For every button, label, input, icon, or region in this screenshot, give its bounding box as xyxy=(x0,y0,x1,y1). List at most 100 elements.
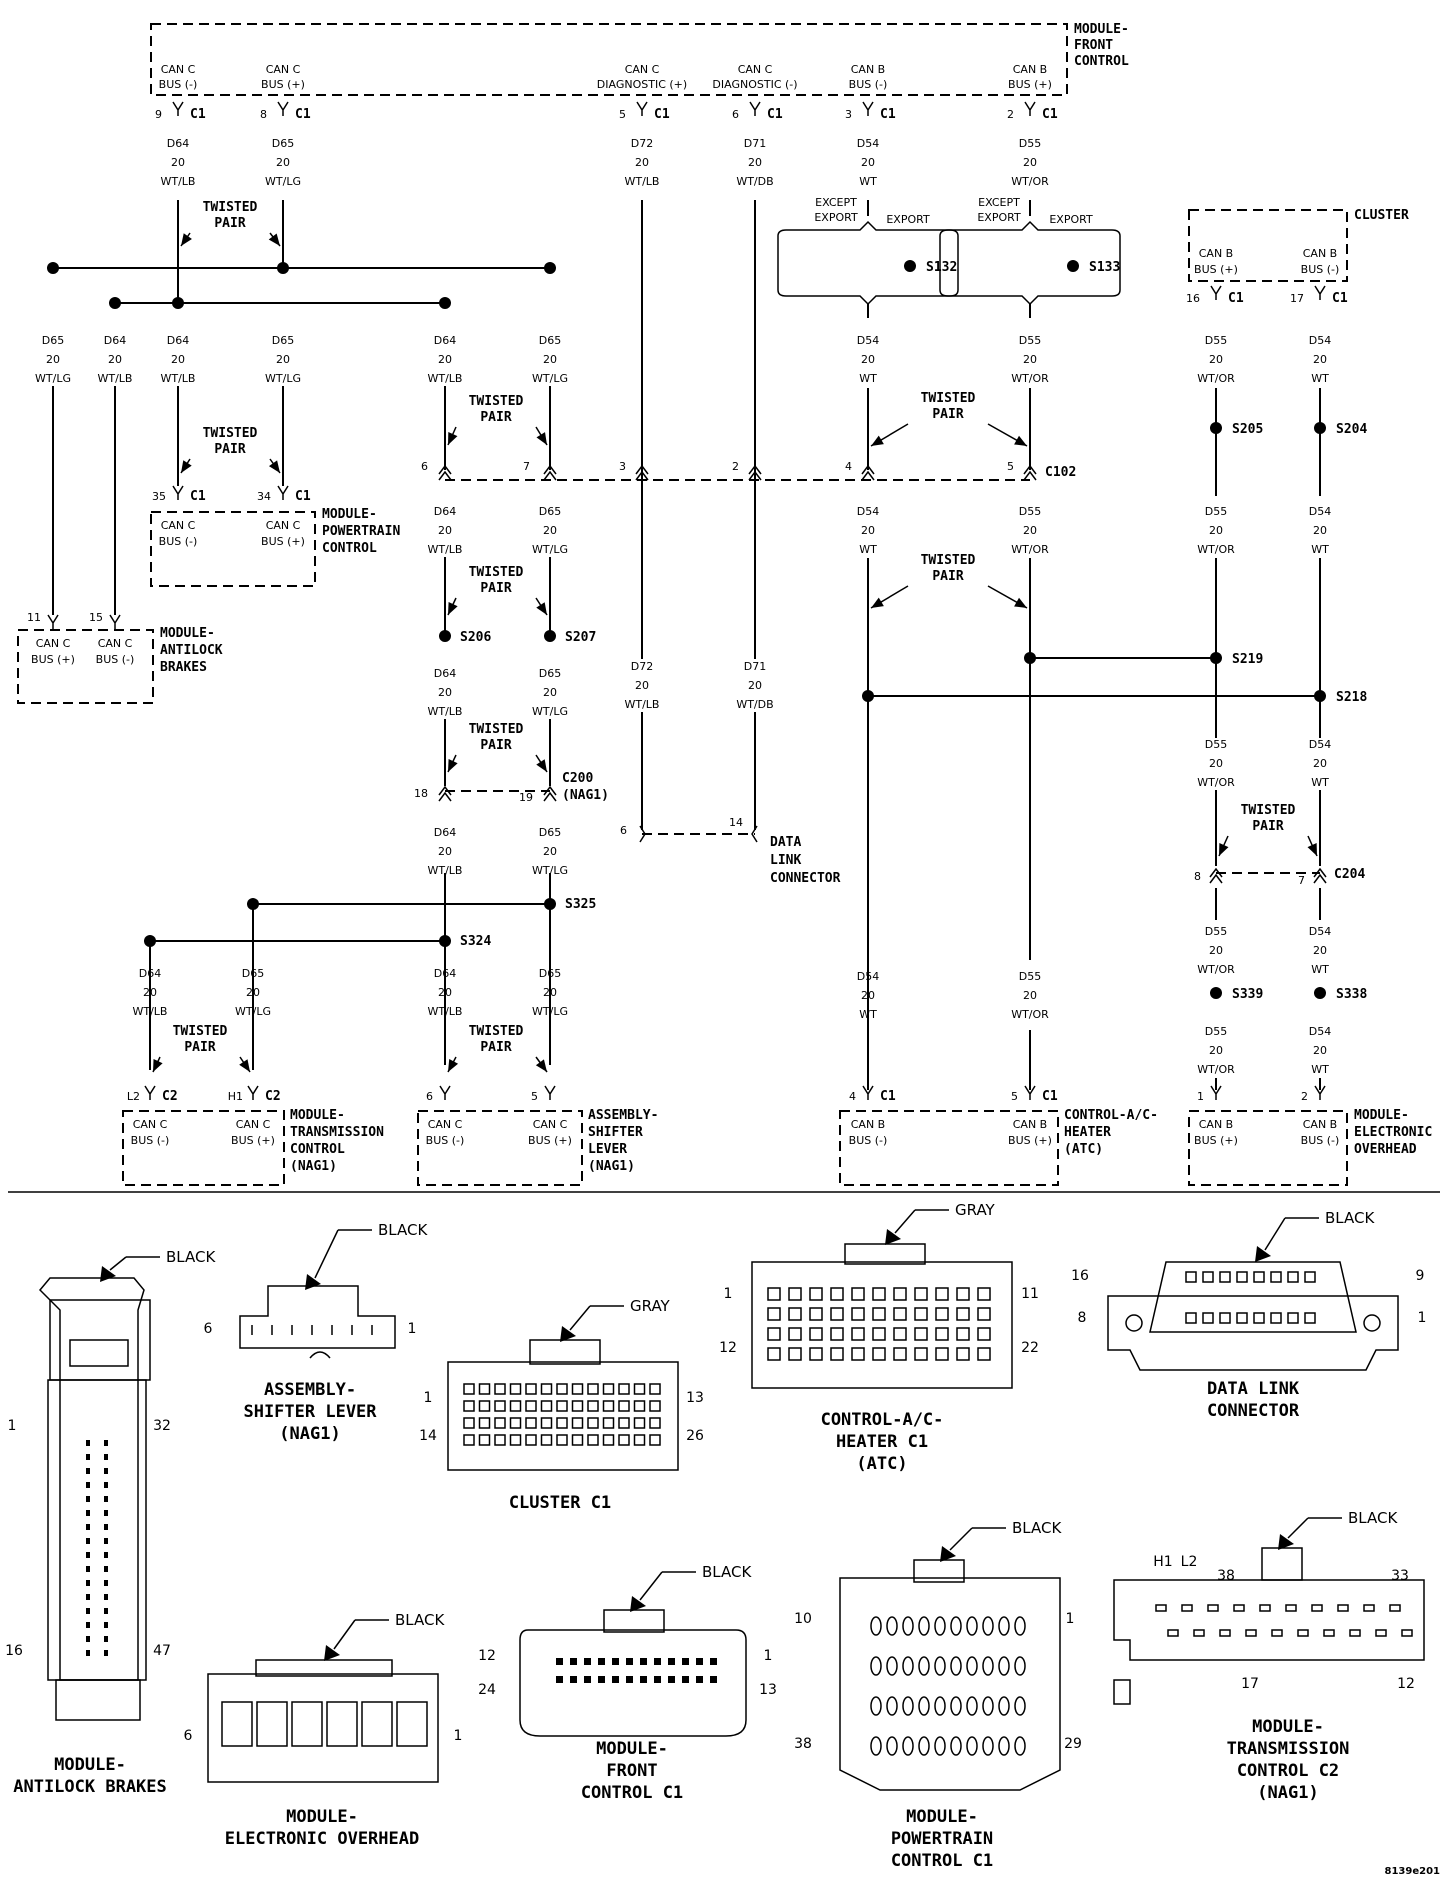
c200-name-sub: (NAG1) xyxy=(562,788,609,803)
eom-pin xyxy=(256,1701,288,1747)
cluster-pin xyxy=(478,1383,491,1395)
drop-wire-label-line: WT/LG xyxy=(35,372,71,385)
pcm-pin xyxy=(870,1616,882,1636)
hvac-pin xyxy=(851,1287,865,1301)
twisted-pair-label-line: TWISTED xyxy=(921,553,976,568)
drop-wire-label-line: D64 xyxy=(104,334,126,347)
pointer-line xyxy=(109,1256,127,1271)
module-antilock-brakes-title-line: MODULE- xyxy=(160,626,215,641)
abs-connector-title: MODULE-ANTILOCK BRAKES xyxy=(13,1755,167,1797)
pcm-pin xyxy=(902,1696,914,1716)
shifter-terminal-name-line: BUS (-) xyxy=(426,1134,465,1147)
shifter-connector-title: ASSEMBLY-SHIFTER LEVER(NAG1) xyxy=(243,1380,377,1444)
eom-view-pin: 1 xyxy=(454,1728,463,1744)
wire-label-line: D55 xyxy=(1019,970,1041,983)
wire-label-line: 20 xyxy=(143,986,157,999)
abs-pin xyxy=(104,1622,108,1628)
eom-connector-title-line: MODULE- xyxy=(286,1807,358,1827)
inline-pin-shape xyxy=(1209,867,1223,884)
pcm-pin xyxy=(902,1656,914,1676)
cluster-pin xyxy=(602,1383,615,1395)
export-label: EXPORT xyxy=(1049,213,1093,226)
wire-label-line: WT xyxy=(1311,776,1329,789)
tcm-pin xyxy=(1245,1629,1257,1637)
cluster-pin xyxy=(649,1400,661,1412)
fcm-pin xyxy=(556,1676,563,1683)
pcm-pin xyxy=(918,1736,930,1756)
wire-label-line: 20 xyxy=(1313,1044,1327,1057)
tcm-view-pin: 38 xyxy=(1217,1568,1235,1584)
shifter-pin-number: 6 xyxy=(426,1090,433,1103)
splice-label: S206 xyxy=(460,630,491,645)
wire-label-line: WT/LB xyxy=(625,698,660,711)
abs-pin xyxy=(86,1594,90,1600)
c204-pin-number: 8 xyxy=(1194,870,1201,883)
wire-label-line: 20 xyxy=(543,686,557,699)
twisted-pair-arrow xyxy=(535,597,548,616)
hvac-pin xyxy=(830,1287,844,1301)
cluster-connector-title-line: CLUSTER C1 xyxy=(509,1493,611,1513)
abs-terminal-fork xyxy=(47,614,59,629)
cluster-pin xyxy=(540,1434,553,1446)
c204-pin-number: 7 xyxy=(1298,874,1305,887)
hvac-terminal-name-line: BUS (-) xyxy=(849,1134,888,1147)
fcm-pin-number: 2 xyxy=(1007,108,1014,121)
color-pointer: BLACK xyxy=(305,1221,428,1290)
fcm-pin xyxy=(696,1676,703,1683)
fcm-wire-label-line: D71 xyxy=(744,137,766,150)
arrow-head xyxy=(448,759,458,772)
module-transmission-control-title-line: TRANSMISSION xyxy=(290,1125,384,1140)
tcm-view-pin: L2 xyxy=(1181,1554,1198,1570)
arrow-head xyxy=(535,1059,547,1072)
module-antilock-brakes-box xyxy=(17,629,154,704)
hvac-pin xyxy=(872,1347,886,1361)
twisted-pair-label-line: TWISTED xyxy=(1241,803,1296,818)
cluster-pin xyxy=(571,1434,584,1446)
wire-label-line: D54 xyxy=(857,334,879,347)
abs-pin xyxy=(86,1608,90,1614)
twisted-pair-arrow xyxy=(447,754,458,773)
fcm-pin xyxy=(654,1658,661,1665)
module-electronic-overhead-title-line: OVERHEAD xyxy=(1354,1142,1417,1157)
fcm-wire-label-line: 20 xyxy=(276,156,290,169)
wire-label-line: WT/LB xyxy=(428,1005,463,1018)
cluster-connector-id: C1 xyxy=(1228,291,1244,306)
inline-pin-shape xyxy=(1313,867,1327,884)
abs-pin xyxy=(86,1552,90,1558)
c102-pin-number: 5 xyxy=(1007,460,1014,473)
cluster-pin xyxy=(571,1383,584,1395)
arrow-head xyxy=(268,233,280,246)
pointer-head xyxy=(630,1596,646,1612)
hvac-pin xyxy=(893,1347,907,1361)
dlc-mount-hole xyxy=(1363,1314,1381,1332)
pcm-pin xyxy=(966,1656,978,1676)
color-pointer: BLACK xyxy=(940,1519,1062,1562)
tcm-pin xyxy=(1297,1629,1309,1637)
abs-pin xyxy=(86,1580,90,1586)
wire-label-line: 20 xyxy=(748,679,762,692)
wire-label-line: 20 xyxy=(1209,524,1223,537)
hvac-connector-id: C1 xyxy=(880,1089,896,1104)
cluster-pin xyxy=(509,1383,522,1395)
abs-pin xyxy=(104,1454,108,1460)
pcm-pin xyxy=(1014,1736,1026,1756)
cluster-terminal-name-line: BUS (-) xyxy=(1301,263,1340,276)
hvac-pin xyxy=(788,1307,802,1321)
dlc-pin xyxy=(1202,1312,1214,1324)
fcm-pin xyxy=(598,1658,605,1665)
cluster-connector-body xyxy=(447,1361,679,1471)
fcm-wire-label-line: D55 xyxy=(1019,137,1041,150)
hvac-connector-title-line: CONTROL-A/C- xyxy=(821,1410,944,1430)
fcm-pin xyxy=(696,1658,703,1665)
pcm-terminal-fork xyxy=(172,485,184,500)
cluster-pin xyxy=(571,1417,584,1429)
wire-label-line: WT/LB xyxy=(133,1005,168,1018)
cluster-pin xyxy=(618,1434,630,1446)
